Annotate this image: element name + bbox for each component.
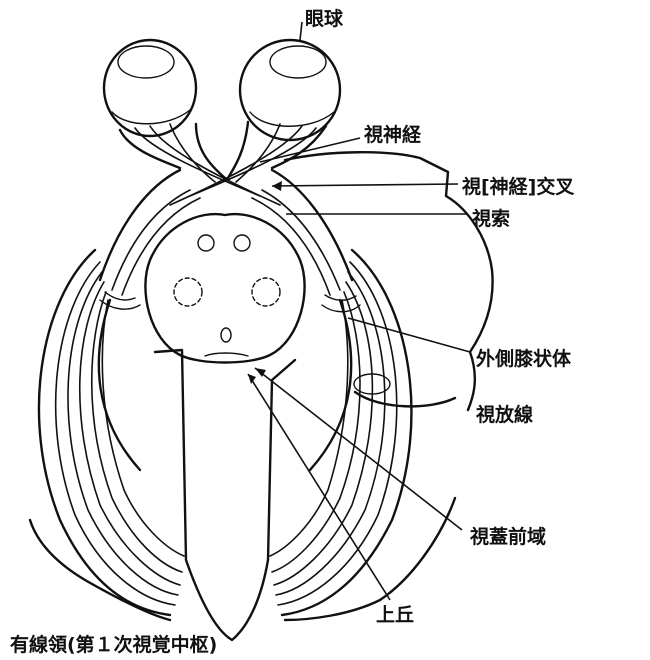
optic-radiation-right (270, 250, 411, 615)
optic-tracts (100, 170, 352, 295)
label-optic-tract: 視索 (472, 204, 510, 231)
brainstem (155, 350, 295, 640)
left-hemisphere-outline (30, 520, 170, 620)
optic-radiation-left (39, 250, 184, 615)
label-lgn: 外側膝状体 (476, 344, 571, 371)
label-optic-chiasm: 視[神経]交叉 (462, 172, 574, 199)
label-optic-radiation: 視放線 (476, 400, 533, 427)
midbrain (145, 214, 304, 362)
label-striate-cortex: 有線領(第１次視覚中枢) (10, 630, 217, 657)
right-eyeball (240, 40, 340, 140)
leader-lines (248, 22, 470, 600)
label-eyeball: 眼球 (305, 4, 343, 31)
label-superior-colliculus: 上丘 (376, 600, 414, 627)
left-eyeball (104, 40, 196, 136)
label-pretectal-area: 視蓋前域 (470, 522, 546, 549)
label-optic-nerve: 視神経 (364, 120, 421, 147)
